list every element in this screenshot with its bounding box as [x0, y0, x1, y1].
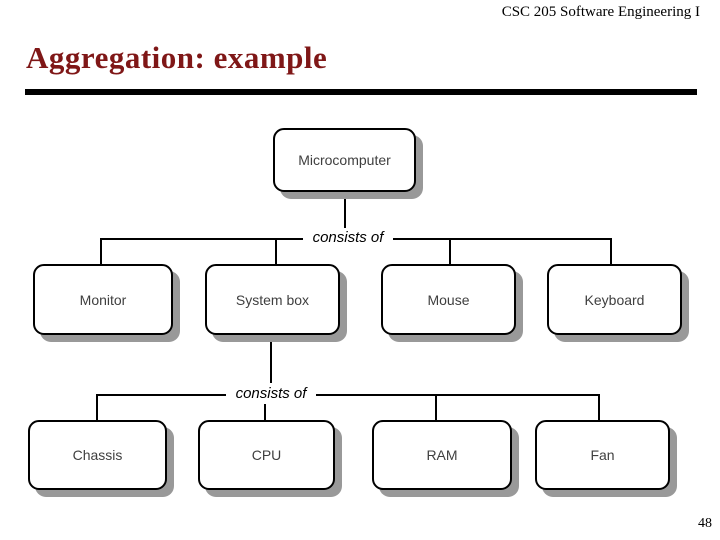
- node-microcomputer: Microcomputer: [273, 128, 416, 192]
- node-mouse: Mouse: [381, 264, 516, 335]
- node-cpu: CPU: [198, 420, 335, 490]
- node-label: Microcomputer: [298, 152, 391, 168]
- tree2-left-branch-line: [96, 394, 226, 420]
- node-label: RAM: [426, 447, 458, 463]
- node-keyboard: Keyboard: [547, 264, 682, 335]
- course-header: CSC 205 Software Engineering I: [501, 4, 700, 20]
- node-label: CPU: [251, 447, 282, 463]
- node-system-box: System box: [205, 264, 340, 335]
- node-label: Chassis: [72, 447, 123, 463]
- relation-label-consists-of-bottom: consists of: [235, 385, 307, 402]
- tree1-right-branch-line: [393, 238, 612, 264]
- slide-title: Aggregation: example: [26, 40, 328, 75]
- node-fan: Fan: [535, 420, 670, 490]
- tree2-right-branch-line: [316, 394, 600, 420]
- node-label: Mouse: [427, 291, 470, 308]
- relation-label-consists-of-top: consists of: [312, 229, 384, 246]
- title-rule: [25, 89, 697, 95]
- tree1-left-branch-line: [100, 238, 303, 264]
- node-monitor: Monitor: [33, 264, 173, 335]
- node-label: Monitor: [79, 291, 127, 308]
- page-number: 48: [698, 516, 712, 531]
- node-ram: RAM: [372, 420, 512, 490]
- node-chassis: Chassis: [28, 420, 167, 490]
- node-label: Keyboard: [584, 291, 645, 308]
- node-label: Fan: [590, 447, 615, 463]
- node-label: System box: [235, 291, 310, 308]
